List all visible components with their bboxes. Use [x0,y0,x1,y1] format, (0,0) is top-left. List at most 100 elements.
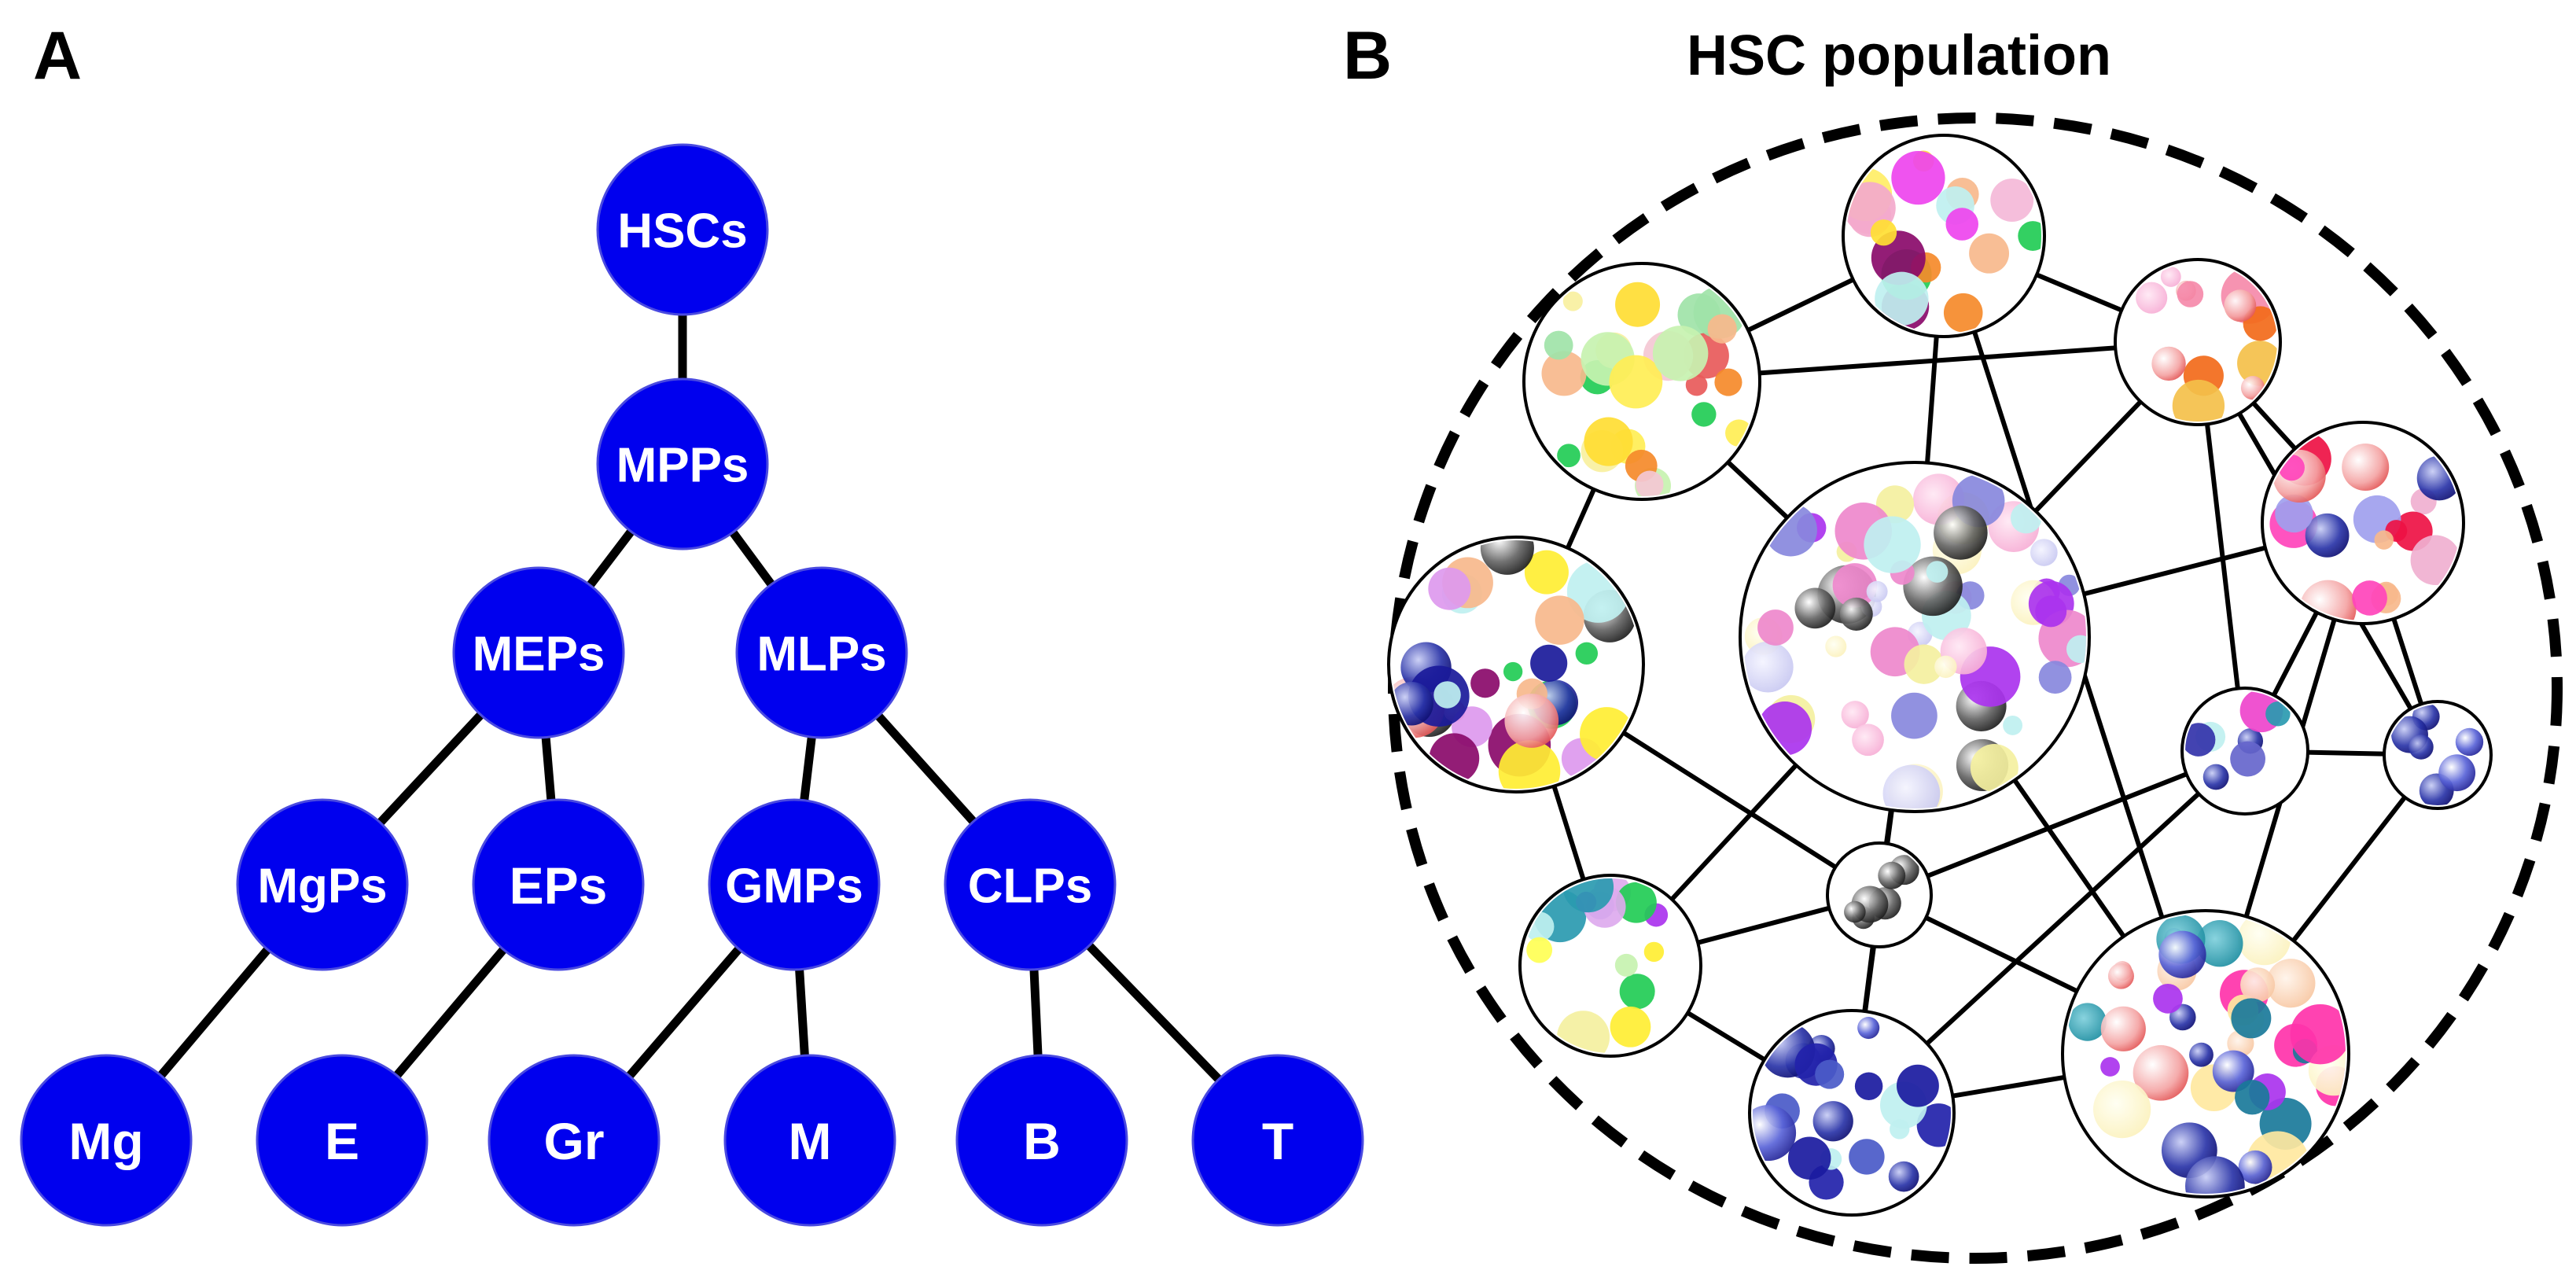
cell-dot [1643,941,1665,963]
cell-dot [2133,1045,2189,1101]
cluster-outline [1522,262,1761,501]
cell-dot [2290,1003,2346,1065]
tree-node-e: E [256,1054,429,1227]
cell-dot [1503,661,1523,682]
cell-dot [2299,580,2357,620]
cluster-top [1842,134,2046,338]
cluster-small-center [1826,841,1933,948]
cell-dot [1757,609,1794,646]
cell-dot [1562,291,1583,311]
tree-node-circle [472,798,645,971]
tree-node-gmp: GMPs [708,798,881,971]
tree-node-gr: Gr [488,1054,661,1227]
cell-dot [1990,179,2034,222]
cell-dot [2136,282,2168,314]
cell-dot [1526,937,1553,963]
cluster-outline [1387,536,1645,793]
cell-dot [1812,1101,1853,1142]
cluster-lower-right [2061,909,2350,1198]
tree-node-circle [20,1054,193,1227]
tree-node-label: E [325,1112,359,1170]
cell-dot [1943,293,1983,333]
cell-dot [2153,983,2183,1014]
cluster-mid-right [2180,687,2309,816]
tree-node-hsc: HSCs [596,143,769,316]
cluster-outline [2261,421,2465,625]
cluster-outline [1842,134,2046,338]
cell-dot [2238,1150,2272,1184]
cell-dot [1890,1119,1910,1140]
tree-node-label: MPPs [616,438,749,492]
tree-node-label: CLPs [968,859,1092,913]
cluster-outline [2383,700,2493,810]
cell-dot [1480,540,1534,575]
cell-dot [1878,861,1906,889]
panel-b-title: HSC population [1687,24,2111,87]
cell-dot [2068,1003,2107,1041]
cell-dot [2202,764,2229,790]
cell-dot [1897,1064,1939,1107]
cell-dot [2030,539,2058,566]
tree-node-label: B [1023,1112,1061,1170]
cluster-upper-left [1522,262,1761,501]
cell-dot [2438,754,2476,792]
cell-dot [2160,267,2181,287]
tree-node-clp: CLPs [944,798,1117,971]
cell-dot [1535,595,1584,645]
cell-dot [2185,1156,2245,1194]
cluster-outline [2180,687,2309,816]
tree-node-circle [1191,1054,1364,1227]
tree-node-circle [735,566,908,739]
cell-dot [2266,959,2316,1008]
cell-dot [1839,597,1873,631]
cell-dot [2177,281,2204,307]
cell-dot [1652,326,1709,381]
cell-dot [1857,1017,1880,1040]
cell-dot [2230,741,2265,777]
cell-dot [2231,998,2272,1039]
tree-node-label: HSCs [617,204,747,258]
tree-node-circle [256,1054,429,1227]
cluster-center [1739,461,2091,813]
cell-dot [2100,1006,2146,1051]
cell-dot [1815,1059,1845,1089]
cell-dot [1854,1072,1883,1100]
panel-label-a: A [33,18,82,94]
cluster-upper-right [2114,258,2282,426]
cluster-outline [2061,909,2350,1198]
tree-node-circle [236,798,409,971]
cell-dot [2018,221,2041,251]
cell-dot [2212,1050,2254,1092]
cell-dot [2066,635,2086,664]
cluster-small-right [2383,700,2493,810]
tree-node-label: MEPs [473,627,605,681]
tree-node-label: GMPs [725,859,863,913]
cell-dot [2035,595,2067,628]
cell-dot [1691,402,1717,427]
cell-dot [1934,655,1957,679]
cell-dot [2172,379,2225,422]
tree-node-label: EPs [510,856,608,915]
cell-dot [2038,661,2072,694]
tree-node-circle [488,1054,661,1227]
cell-dot [1615,282,1661,327]
cell-dot [2100,1057,2120,1077]
cell-dot [2093,1080,2151,1139]
cell-dot [2003,715,2023,735]
cell-dot [1619,974,1655,1010]
cell-dot [1849,1139,1885,1175]
cluster-outline [1748,1009,1956,1217]
tree-node-mep: MEPs [452,566,625,739]
tree-node-label: MgPs [257,859,387,913]
cell-dot [1433,681,1461,709]
tree-node-circle [596,377,769,550]
cell-dot [1428,567,1471,610]
tree-node-label: MLPs [756,627,886,681]
cell-dot [2342,444,2390,492]
cell-dot [1764,503,1817,557]
tree-node-circle [596,143,769,316]
cell-dot [2352,580,2387,616]
cell-dot [1926,561,1949,583]
